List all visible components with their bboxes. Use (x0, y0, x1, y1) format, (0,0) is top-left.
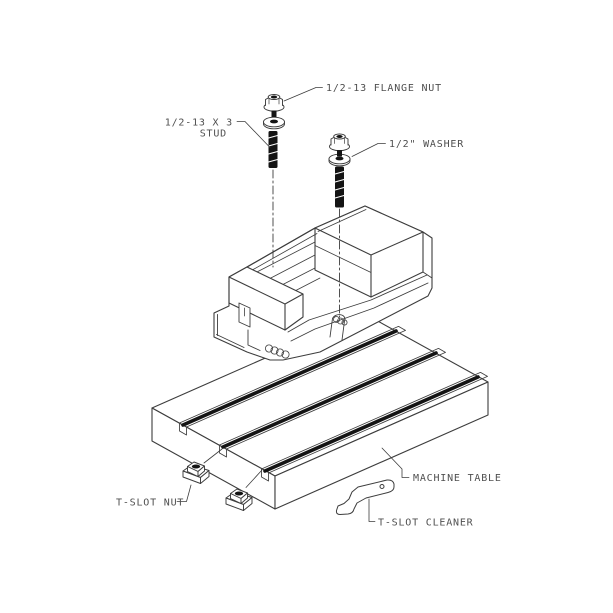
stud-label-line2: STUD (200, 129, 227, 140)
nut-boss-right-side (240, 492, 248, 504)
washer-thickness (263, 121, 285, 130)
nut-hole-right (336, 135, 343, 138)
table-front-face (274, 381, 489, 510)
t-slot-1 (181, 329, 398, 427)
flange-nut-leader (283, 87, 323, 102)
machine-table-leader (381, 447, 410, 478)
t-slots (181, 329, 480, 473)
stud-leader (236, 121, 271, 148)
stud-label-line1: 1/2-13 X 3 (165, 118, 233, 129)
dark-parts (191, 95, 344, 496)
cleaner-hole (379, 484, 385, 489)
thread-nub-right (337, 150, 342, 157)
movable-jaw-right-face (284, 293, 304, 331)
thread-nub-left (271, 110, 277, 117)
vise-base-bottom-inner (216, 334, 245, 348)
cleaner-outline (335, 479, 395, 515)
fixed-jaw-right-face (370, 231, 424, 298)
fixed-jaw-top-inset (317, 209, 367, 232)
t-slot-nut-label: T-SLOT NUT (116, 498, 184, 509)
washer-label: 1/2" WASHER (389, 139, 464, 150)
stud-thread-lines (268, 135, 345, 199)
t-slot-nut-leader (176, 484, 192, 502)
machine-vise (213, 205, 433, 361)
vise-body-lower-edge (287, 274, 428, 333)
vise-way-rails (250, 233, 321, 295)
t-slot-nut-1-hole (191, 464, 201, 469)
vise-body-back-edge (246, 227, 316, 268)
labels: 1/2-13 FLANGE NUT 1/2-13 X 3 STUD 1/2" W… (116, 83, 502, 529)
t-slot-cleaner (335, 479, 395, 515)
movable-jaw-front-face (228, 276, 286, 331)
left-lug-hole-coil (264, 344, 290, 359)
nut-hole-left (270, 95, 278, 99)
slot-edge-notches-west (179, 422, 269, 482)
vise-flange-slot (329, 314, 346, 341)
flange-nut-label: 1/2-13 FLANGE NUT (326, 83, 442, 94)
leader-lines (176, 87, 410, 522)
flange-nut-left (263, 94, 285, 112)
nut-boss-right-side (197, 465, 205, 477)
t-slot-cleaner-leader (368, 498, 376, 522)
nut-base-right-side (200, 470, 210, 484)
nut-base-right-side (243, 497, 253, 511)
washer-thickness (328, 158, 351, 167)
linework (151, 87, 489, 522)
t-slot-nut-2-hole (234, 491, 244, 496)
t-slot-3 (263, 375, 480, 473)
t-slot-2 (221, 351, 438, 449)
stud-assembly-right (328, 133, 351, 318)
machine-table-label: MACHINE TABLE (413, 473, 502, 484)
t-slot-cleaner-label: T-SLOT CLEANER (378, 518, 474, 529)
fixed-jaw-block (314, 205, 424, 298)
slot-edge-notches-east (392, 325, 488, 380)
movable-jaw (228, 266, 304, 331)
washer-hole-left (270, 119, 278, 124)
insertion-guide-lines (203, 448, 263, 488)
stud-assembly-left (263, 94, 285, 268)
stud-left (268, 131, 278, 168)
t-slot-nut-2 (225, 488, 253, 511)
vise-right-tab-line (422, 271, 433, 279)
washer-hole-right (335, 156, 344, 161)
flange-hole-hatch (333, 316, 348, 326)
t-slot-nut-1 (182, 461, 210, 484)
machine-table (151, 313, 489, 510)
vise-base-lug-notch (247, 329, 261, 351)
washer-leader (351, 143, 386, 157)
fixed-jaw-left-face (314, 227, 372, 298)
t-slot-shoulder-lines (179, 325, 488, 482)
fixed-jaw-seam (314, 245, 372, 273)
